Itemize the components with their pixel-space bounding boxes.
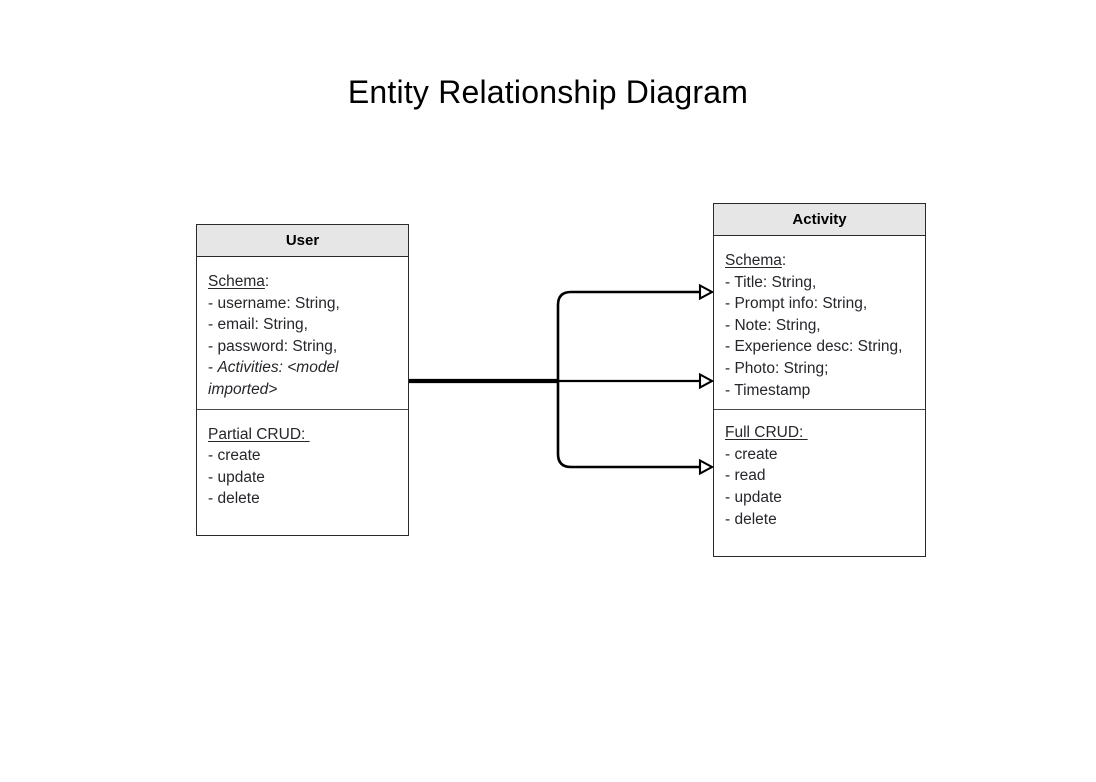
operation-item: - read [725, 467, 766, 485]
schema-field: - username: String, [208, 294, 340, 312]
entity-title-user: User [197, 225, 408, 257]
entity-title-activity: Activity [714, 204, 925, 236]
schema-label-colon-activity: : [781, 252, 787, 269]
page-title: Entity Relationship Diagram [347, 74, 749, 110]
schema-label-activity: Schema [725, 252, 782, 269]
schema-field: - password: String, [208, 337, 338, 355]
schema-field: - Title: String, [725, 273, 817, 291]
schema-field: - Prompt info: String, [725, 295, 868, 313]
arrowhead-full-crud-icon [698, 458, 715, 476]
schema-field: - Photo: String; [725, 359, 829, 377]
schema-heading-activity: Schema: [725, 250, 915, 272]
schema-field: - email: String, [208, 316, 308, 334]
operation-item: - delete [208, 490, 260, 508]
schema-heading-user: Schema: [208, 271, 398, 293]
operation-item: - create [208, 447, 261, 465]
schema-field: - Experience desc: String, [725, 338, 903, 356]
entity-operations-compartment-activity: Full CRUD: - create - read - update - de… [714, 409, 925, 538]
schema-field: - Timestamp [725, 381, 811, 399]
schema-label-colon-user: : [264, 273, 270, 290]
entity-box-activity[interactable]: Activity Schema: - Title: String, - Prom… [713, 203, 926, 557]
schema-field: - Note: String, [725, 316, 821, 334]
relationship-branch-full-crud [556, 381, 700, 469]
relationship-branch-schema-top [556, 290, 700, 381]
entity-box-user[interactable]: User Schema: - username: String, - email… [196, 224, 409, 536]
schema-field-activities-value: Activities: <model imported> [208, 359, 343, 398]
operation-item: - update [725, 488, 782, 506]
operations-label-user: Partial CRUD: [208, 425, 310, 443]
operation-item: - update [208, 468, 265, 486]
entity-schema-compartment-activity: Schema: - Title: String, - Prompt info: … [714, 236, 925, 409]
schema-field-activities: - Activities: <model imported> [208, 357, 398, 400]
arrowhead-schema-top-icon [698, 283, 715, 301]
schema-field-activities-prefix: - [208, 359, 218, 377]
entity-schema-compartment-user: Schema: - username: String, - email: Str… [197, 257, 408, 409]
operations-label-activity: Full CRUD: [725, 424, 808, 442]
operation-item: - create [725, 445, 778, 463]
schema-label-user: Schema [208, 273, 265, 290]
operations-heading-activity: Full CRUD: [725, 422, 915, 444]
arrowhead-schema-middle-icon [698, 372, 715, 390]
operations-heading-user: Partial CRUD: [208, 424, 398, 446]
operation-item: - delete [725, 510, 777, 528]
entity-operations-compartment-user: Partial CRUD: - create - update - delete [197, 408, 408, 518]
